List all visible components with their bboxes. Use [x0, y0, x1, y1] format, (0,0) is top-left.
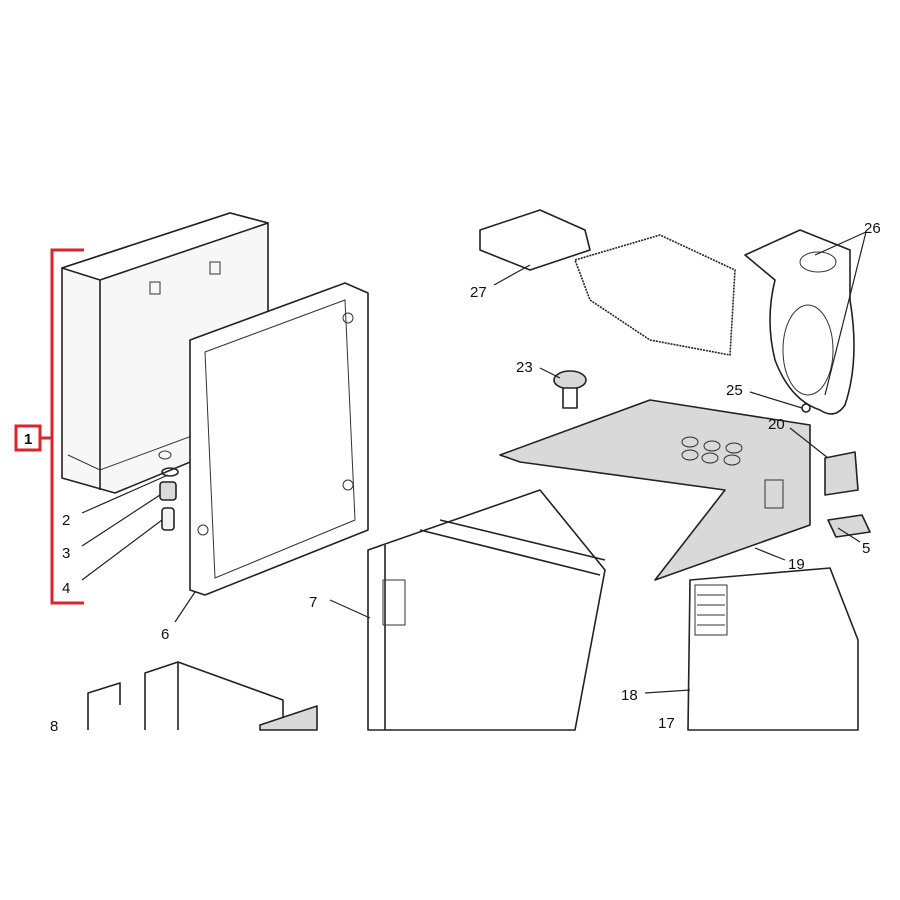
- callout-26[interactable]: 26: [864, 220, 881, 237]
- top-cover[interactable]: [499, 399, 811, 581]
- callout-2[interactable]: 2: [62, 512, 70, 529]
- base-frame[interactable]: [367, 489, 606, 731]
- callout-19[interactable]: 19: [788, 556, 805, 573]
- rear-cover[interactable]: [687, 567, 859, 731]
- drip-tray-8[interactable]: [87, 661, 318, 731]
- callout-4[interactable]: 4: [62, 580, 70, 597]
- callout-3[interactable]: 3: [62, 545, 70, 562]
- callout-1[interactable]: 1: [24, 431, 32, 448]
- brew-unit[interactable]: [479, 209, 736, 356]
- blank-area: [0, 732, 900, 900]
- callout-27[interactable]: 27: [470, 284, 487, 301]
- callout-6[interactable]: 6: [161, 626, 169, 643]
- callout-5[interactable]: 5: [862, 540, 870, 557]
- callout-labels: 1 2 3 4 5 6 7 8 17 18 19 20 23 25 26 27: [24, 220, 881, 735]
- group-bracket: [14, 248, 84, 605]
- side-panel[interactable]: [189, 282, 369, 596]
- callout-18[interactable]: 18: [621, 687, 638, 704]
- callout-25[interactable]: 25: [726, 382, 743, 399]
- small-parts-2-3-4[interactable]: [159, 467, 179, 531]
- spout-26[interactable]: [744, 229, 855, 415]
- callout-8[interactable]: 8: [50, 718, 58, 735]
- callout-17[interactable]: 17: [658, 715, 675, 732]
- callout-7[interactable]: 7: [309, 594, 317, 611]
- knob-23[interactable]: [553, 370, 587, 409]
- callout-20[interactable]: 20: [768, 416, 785, 433]
- callout-23[interactable]: 23: [516, 359, 533, 376]
- leader-lines: [81, 231, 867, 694]
- clips-5-20[interactable]: [824, 451, 871, 538]
